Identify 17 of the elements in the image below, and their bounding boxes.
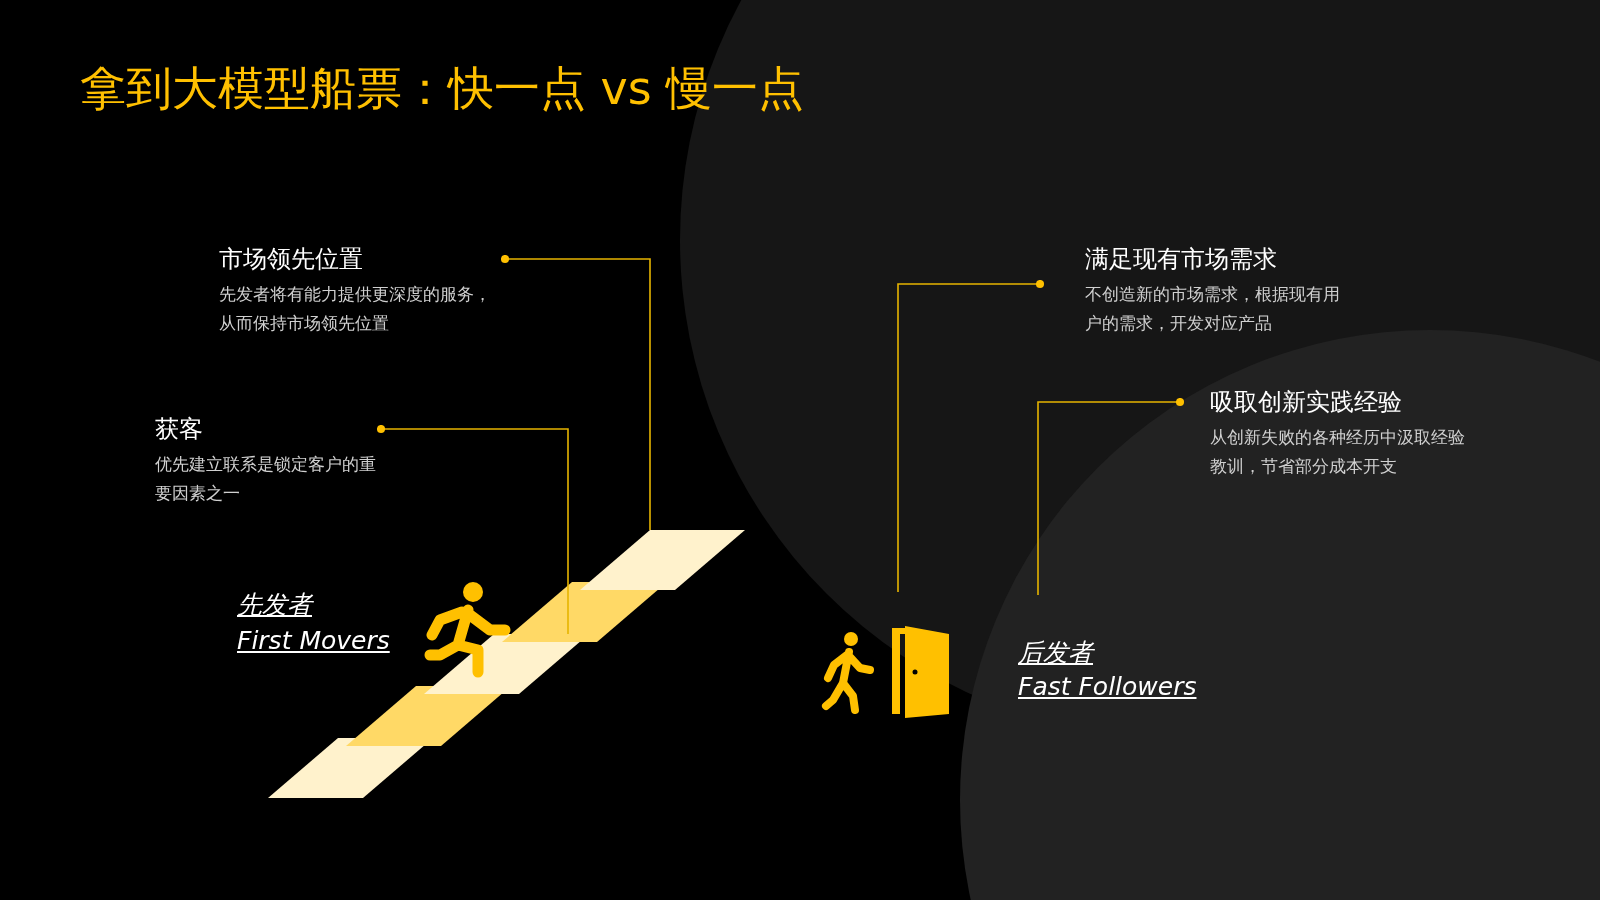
point-heading: 获客 — [155, 414, 204, 444]
point-description: 从创新失败的各种经历中汲取经验教训，节省部分成本开支 — [1210, 426, 1466, 478]
leader-line — [376, 424, 569, 635]
leader-line — [897, 279, 1045, 593]
point-description: 先发者将有能力提供更深度的服务，从而保持市场领先位置 — [219, 283, 492, 335]
leader-line — [500, 254, 651, 531]
group-name: 后发者 — [1018, 637, 1093, 669]
group-name: 先发者 — [237, 589, 312, 621]
point-heading: 市场领先位置 — [219, 244, 364, 274]
slide-title: 拿到大模型船票：快一点 vs 慢一点 — [80, 60, 805, 117]
point-heading: 吸取创新实践经验 — [1210, 387, 1403, 417]
group-name-english: First Movers — [237, 626, 390, 655]
leader-line — [1037, 397, 1185, 596]
point-heading: 满足现有市场需求 — [1085, 244, 1278, 274]
point-description: 不创造新的市场需求，根据现有用户的需求，开发对应产品 — [1085, 283, 1341, 335]
group-name-english: Fast Followers — [1018, 672, 1197, 701]
point-description: 优先建立联系是锁定客户的重要因素之一 — [155, 453, 377, 505]
